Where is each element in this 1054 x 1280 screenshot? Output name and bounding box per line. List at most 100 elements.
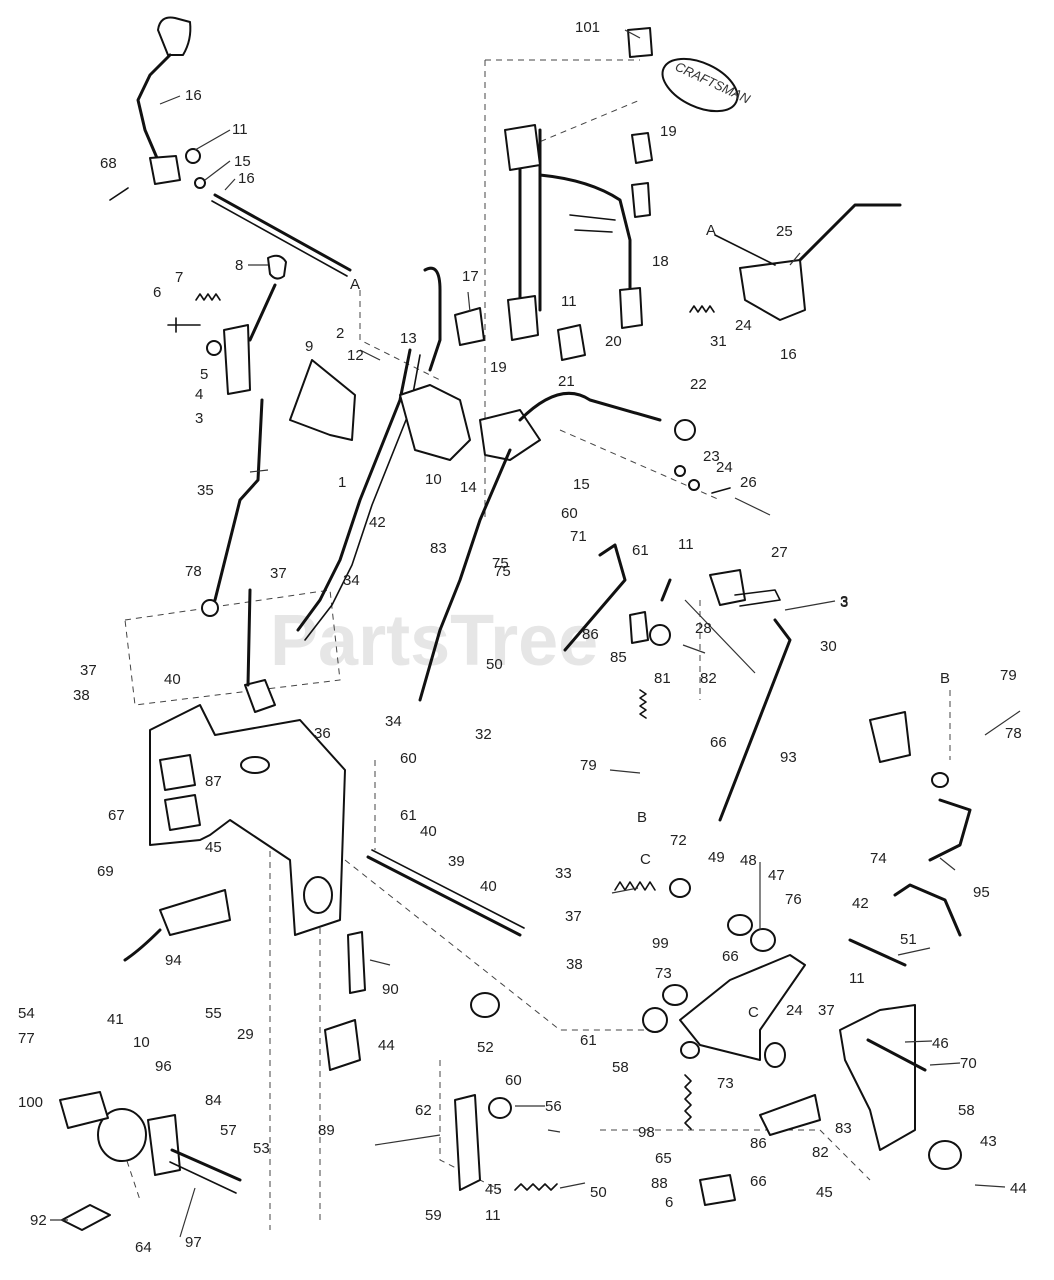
callout: 19 <box>660 123 677 140</box>
callout: 58 <box>612 1059 629 1076</box>
callout: 89 <box>318 1122 335 1139</box>
callout: 37 <box>818 1002 835 1019</box>
callout: 84 <box>205 1092 222 1109</box>
callout: 88 <box>651 1175 668 1192</box>
callout: 11 <box>232 121 248 138</box>
callout: 34 <box>343 572 360 589</box>
callout: 49 <box>708 849 725 866</box>
callout: 73 <box>717 1075 734 1092</box>
callout: 57 <box>220 1122 237 1139</box>
callout: 16 <box>238 170 255 187</box>
callout: 37 <box>80 662 97 679</box>
watermark-text: PartsTree <box>270 601 598 681</box>
reference-letter: B <box>940 670 950 687</box>
callout: 79 <box>580 757 597 774</box>
callout: 40 <box>164 671 181 688</box>
callout: 64 <box>135 1239 152 1256</box>
callout: 50 <box>590 1184 607 1201</box>
callout: 11 <box>561 293 577 310</box>
callout: 15 <box>573 476 590 493</box>
callout: 96 <box>155 1058 172 1075</box>
callout: 41 <box>107 1011 124 1028</box>
callout: 75 <box>494 563 511 580</box>
callout: 92 <box>30 1212 47 1229</box>
callout: 66 <box>710 734 727 751</box>
parts-geometry: CRAFTSMAN <box>59 16 972 1231</box>
callout: 98 <box>638 1124 655 1141</box>
callout: 53 <box>253 1140 270 1157</box>
callout: 86 <box>582 626 599 643</box>
callout: 31 <box>710 333 727 350</box>
callout-leaders <box>50 29 1021 1238</box>
reference-letter: B <box>637 809 647 826</box>
callout: 65 <box>655 1150 672 1167</box>
callout: 42 <box>369 514 386 531</box>
callout: 29 <box>237 1026 254 1043</box>
callout: 10 <box>425 471 442 488</box>
callout: 44 <box>378 1037 395 1054</box>
callout: 33 <box>555 865 572 882</box>
callout: 82 <box>700 670 717 687</box>
callout: 95 <box>973 884 990 901</box>
callout: 61 <box>632 542 649 559</box>
callout: 94 <box>165 952 182 969</box>
callout: 13 <box>400 330 417 347</box>
callout: 44 <box>1010 1180 1027 1197</box>
callout: 61 <box>400 807 417 824</box>
callout: 85 <box>610 649 627 666</box>
callout: 11 <box>678 536 694 553</box>
callout: 83 <box>835 1120 852 1137</box>
callout: 68 <box>100 155 117 172</box>
callout: 15 <box>234 153 251 170</box>
callout: 52 <box>477 1039 494 1056</box>
callout: 12 <box>347 347 364 364</box>
callout: 17 <box>462 268 479 285</box>
callout: 24 <box>716 459 733 476</box>
callout: 3 <box>840 593 848 610</box>
callout: 67 <box>108 807 125 824</box>
callout: 16 <box>185 87 202 104</box>
callout: 66 <box>750 1173 767 1190</box>
reference-letter: A <box>350 276 360 293</box>
callout: 69 <box>97 863 114 880</box>
callout: 8 <box>235 257 243 274</box>
callout: 78 <box>185 563 202 580</box>
callout: 47 <box>768 867 785 884</box>
callout: 2 <box>336 325 344 342</box>
callout: 38 <box>566 956 583 973</box>
callout: 23 <box>703 448 720 465</box>
callout: 72 <box>670 832 687 849</box>
callout: 39 <box>448 853 465 870</box>
callout: 46 <box>932 1035 949 1052</box>
callout: 78 <box>1005 725 1022 742</box>
callout: 82 <box>812 1144 829 1161</box>
callout: 22 <box>690 376 707 393</box>
callout: 45 <box>816 1184 833 1201</box>
callout: 10 <box>133 1034 150 1051</box>
callout: 83 <box>430 540 447 557</box>
callout: 26 <box>740 474 757 491</box>
callout: 43 <box>980 1133 997 1150</box>
callout: 24 <box>735 317 752 334</box>
callout: 24 <box>786 1002 803 1019</box>
callout: 27 <box>771 544 788 561</box>
callout: 45 <box>205 839 222 856</box>
callout: 25 <box>776 223 793 240</box>
callout: 1 <box>338 474 346 491</box>
callout: 90 <box>382 981 399 998</box>
callout: 37 <box>565 908 582 925</box>
callout: 11 <box>849 970 865 987</box>
callout: 42 <box>852 895 869 912</box>
callout: 18 <box>652 253 669 270</box>
callout: 50 <box>486 656 503 673</box>
callout: 21 <box>558 373 575 390</box>
callout: 5 <box>200 366 208 383</box>
callout: 74 <box>870 850 887 867</box>
callout: 30 <box>820 638 837 655</box>
callout: 7 <box>175 269 183 286</box>
callout: 40 <box>480 878 497 895</box>
callout: 38 <box>73 687 90 704</box>
callout: 3 <box>840 594 848 611</box>
callout: 71 <box>570 528 587 545</box>
